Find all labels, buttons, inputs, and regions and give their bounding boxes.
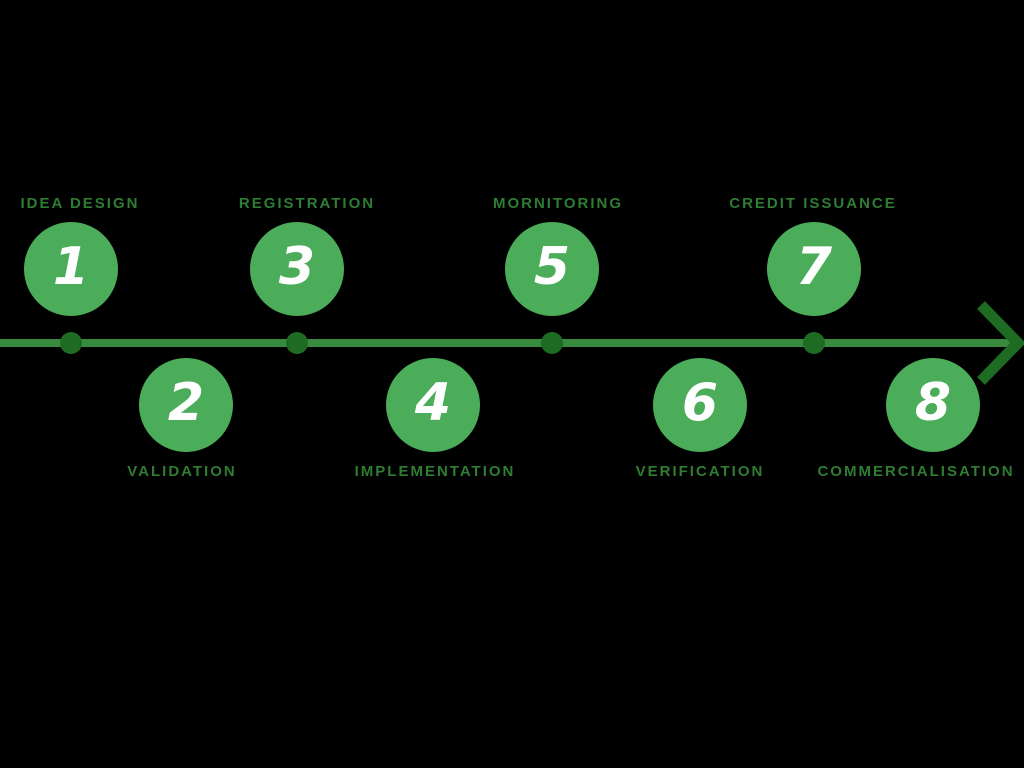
step-circle-5: 5 [505,222,599,316]
step-number-6: 6 [681,373,719,433]
step-label-4: IMPLEMENTATION [354,463,516,480]
step-label-3: REGISTRATION [238,195,376,212]
step-number-5: 5 [533,237,571,297]
step-label-5: MORNITORING [492,195,624,212]
step-label-1: IDEA DESIGN [20,195,140,212]
step-label-7: CREDIT ISSUANCE [729,195,897,212]
step-label-8: COMMERCIALISATION [817,463,1015,480]
step-circle-1: 1 [24,222,118,316]
step-number-7: 7 [795,237,833,297]
step-number-2: 2 [167,373,205,433]
step-circle-2: 2 [139,358,233,452]
step-circle-4: 4 [386,358,480,452]
step-label-6: VERIFICATION [635,463,765,480]
step-circle-8: 8 [886,358,980,452]
timeline-node-dot [60,332,82,354]
step-number-8: 8 [914,373,952,433]
step-number-3: 3 [278,237,316,297]
timeline-node-dot [803,332,825,354]
step-label-2: VALIDATION [127,463,237,480]
step-number-4: 4 [414,373,452,433]
timeline-node-dot [286,332,308,354]
timeline-node-dot [541,332,563,354]
step-number-1: 1 [52,237,90,297]
step-circle-7: 7 [767,222,861,316]
step-circle-3: 3 [250,222,344,316]
step-circle-6: 6 [653,358,747,452]
arrowhead-icon [977,301,1024,385]
